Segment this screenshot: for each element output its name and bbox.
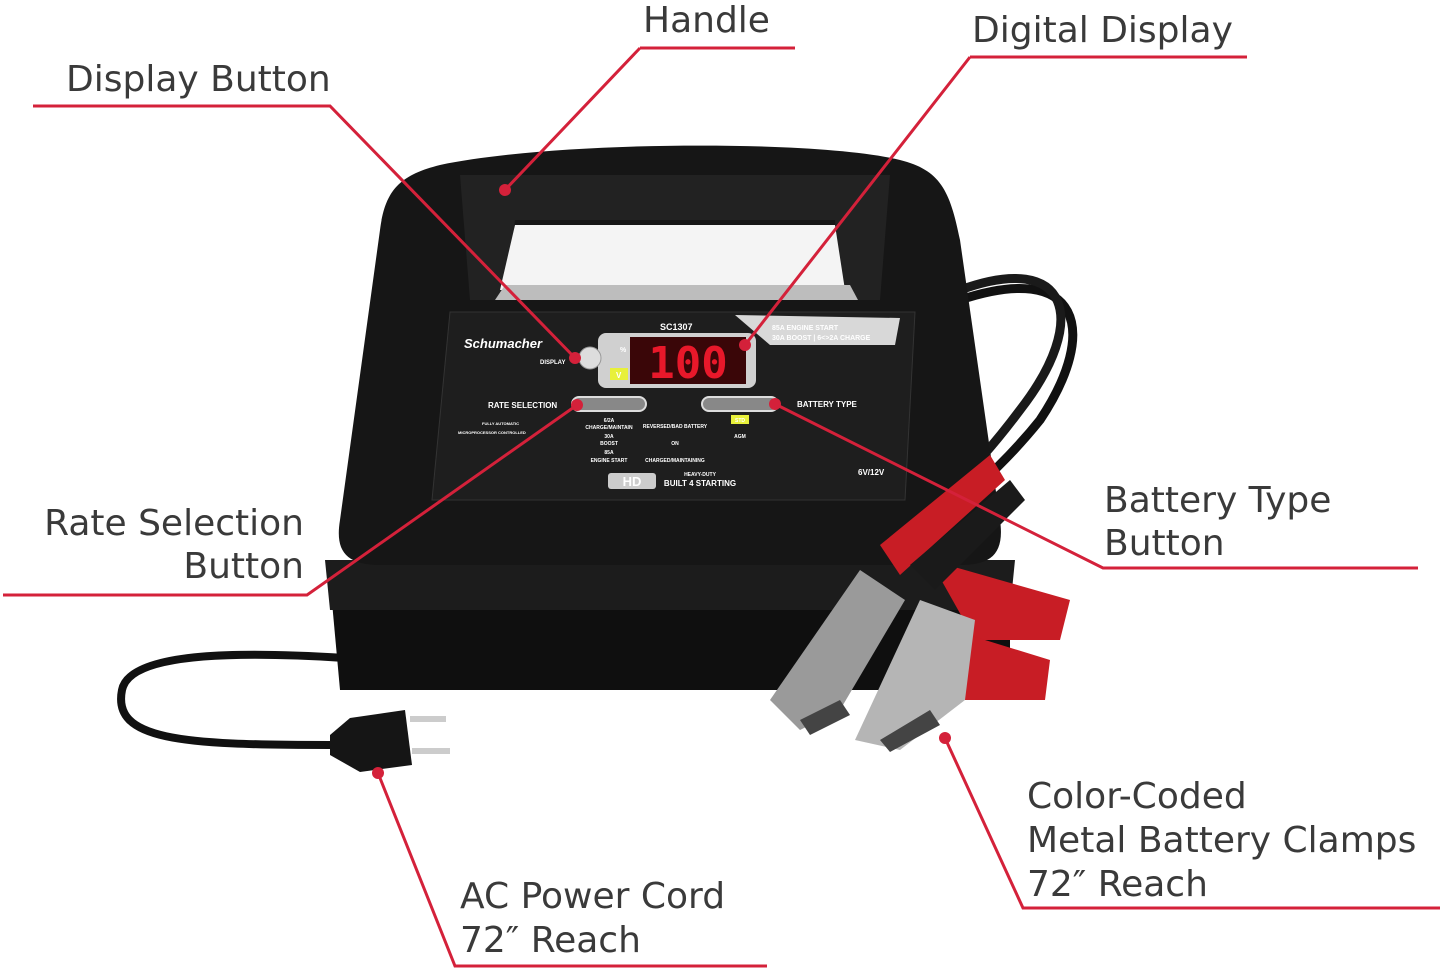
callout-power-cord-line1: AC Power Cord — [460, 876, 725, 917]
callout-clamps-line3: 72″ Reach — [1027, 864, 1208, 905]
handle — [460, 175, 890, 300]
display-value: 100 — [648, 338, 727, 389]
percent-indicator: % — [620, 347, 627, 354]
rate-option: 30A — [604, 434, 614, 440]
ratings-line-1: 85A ENGINE START — [772, 325, 839, 332]
display-button[interactable] — [578, 346, 602, 370]
status-caption: ON — [671, 441, 679, 447]
rate-option: 85A — [604, 450, 614, 456]
callout-digital-display: Digital Display — [972, 10, 1233, 51]
model-number: SC1307 — [660, 322, 693, 332]
rate-caption: CHARGE/MAINTAIN — [585, 425, 633, 431]
callout-clamps-line1: Color-Coded — [1027, 776, 1247, 817]
callout-power-cord-line2: 72″ Reach — [460, 920, 641, 961]
battery-type-button[interactable] — [701, 396, 779, 412]
ratings-line-2: 30A BOOST | 6<>2A CHARGE — [772, 335, 871, 342]
rate-caption: BOOST — [600, 441, 618, 447]
callout-battery-type-line2: Button — [1104, 523, 1225, 564]
built-starting-text: BUILT 4 STARTING — [664, 479, 736, 488]
ac-plug — [330, 710, 450, 772]
digital-display — [630, 337, 746, 384]
rate-caption: ENGINE START — [591, 458, 628, 464]
charger-body — [325, 145, 1015, 690]
display-button-label: DISPLAY — [540, 360, 565, 366]
callout-rate-selection-line1: Rate Selection — [44, 503, 304, 544]
front-panel — [431, 311, 916, 501]
rate-selection-button[interactable] — [571, 396, 647, 412]
microprocessor-text: MICROPROCESSOR CONTROLLED — [458, 430, 526, 435]
fully-automatic-text: FULLY AUTOMATIC — [482, 421, 519, 426]
callout-handle: Handle — [643, 0, 770, 41]
volt-indicator: V — [616, 371, 622, 380]
callout-display-button: Display Button — [66, 59, 331, 100]
status-caption: CHARGED/MAINTAINING — [645, 458, 705, 464]
voltage-label: 6V/12V — [858, 468, 885, 477]
heavy-duty-text: HEAVY-DUTY — [684, 472, 717, 478]
callout-clamps-line2: Metal Battery Clamps — [1027, 820, 1416, 861]
battery-type-agm: AGM — [734, 434, 746, 440]
callout-battery-type-line1: Battery Type — [1104, 480, 1331, 521]
brand-logo: Schumacher — [464, 336, 543, 351]
rate-selection-label: RATE SELECTION — [488, 401, 557, 410]
status-caption: REVERSED/BAD BATTERY — [643, 424, 708, 430]
ac-power-cord — [117, 650, 346, 749]
battery-clamps — [770, 455, 1070, 752]
leader-lines — [3, 46, 1440, 968]
rate-option: 6/2A — [604, 418, 615, 424]
battery-type-label: BATTERY TYPE — [797, 400, 858, 409]
hd-logo: HD — [623, 474, 642, 489]
callout-rate-selection-line2: Button — [183, 546, 304, 587]
battery-type-std: STD — [735, 418, 745, 424]
